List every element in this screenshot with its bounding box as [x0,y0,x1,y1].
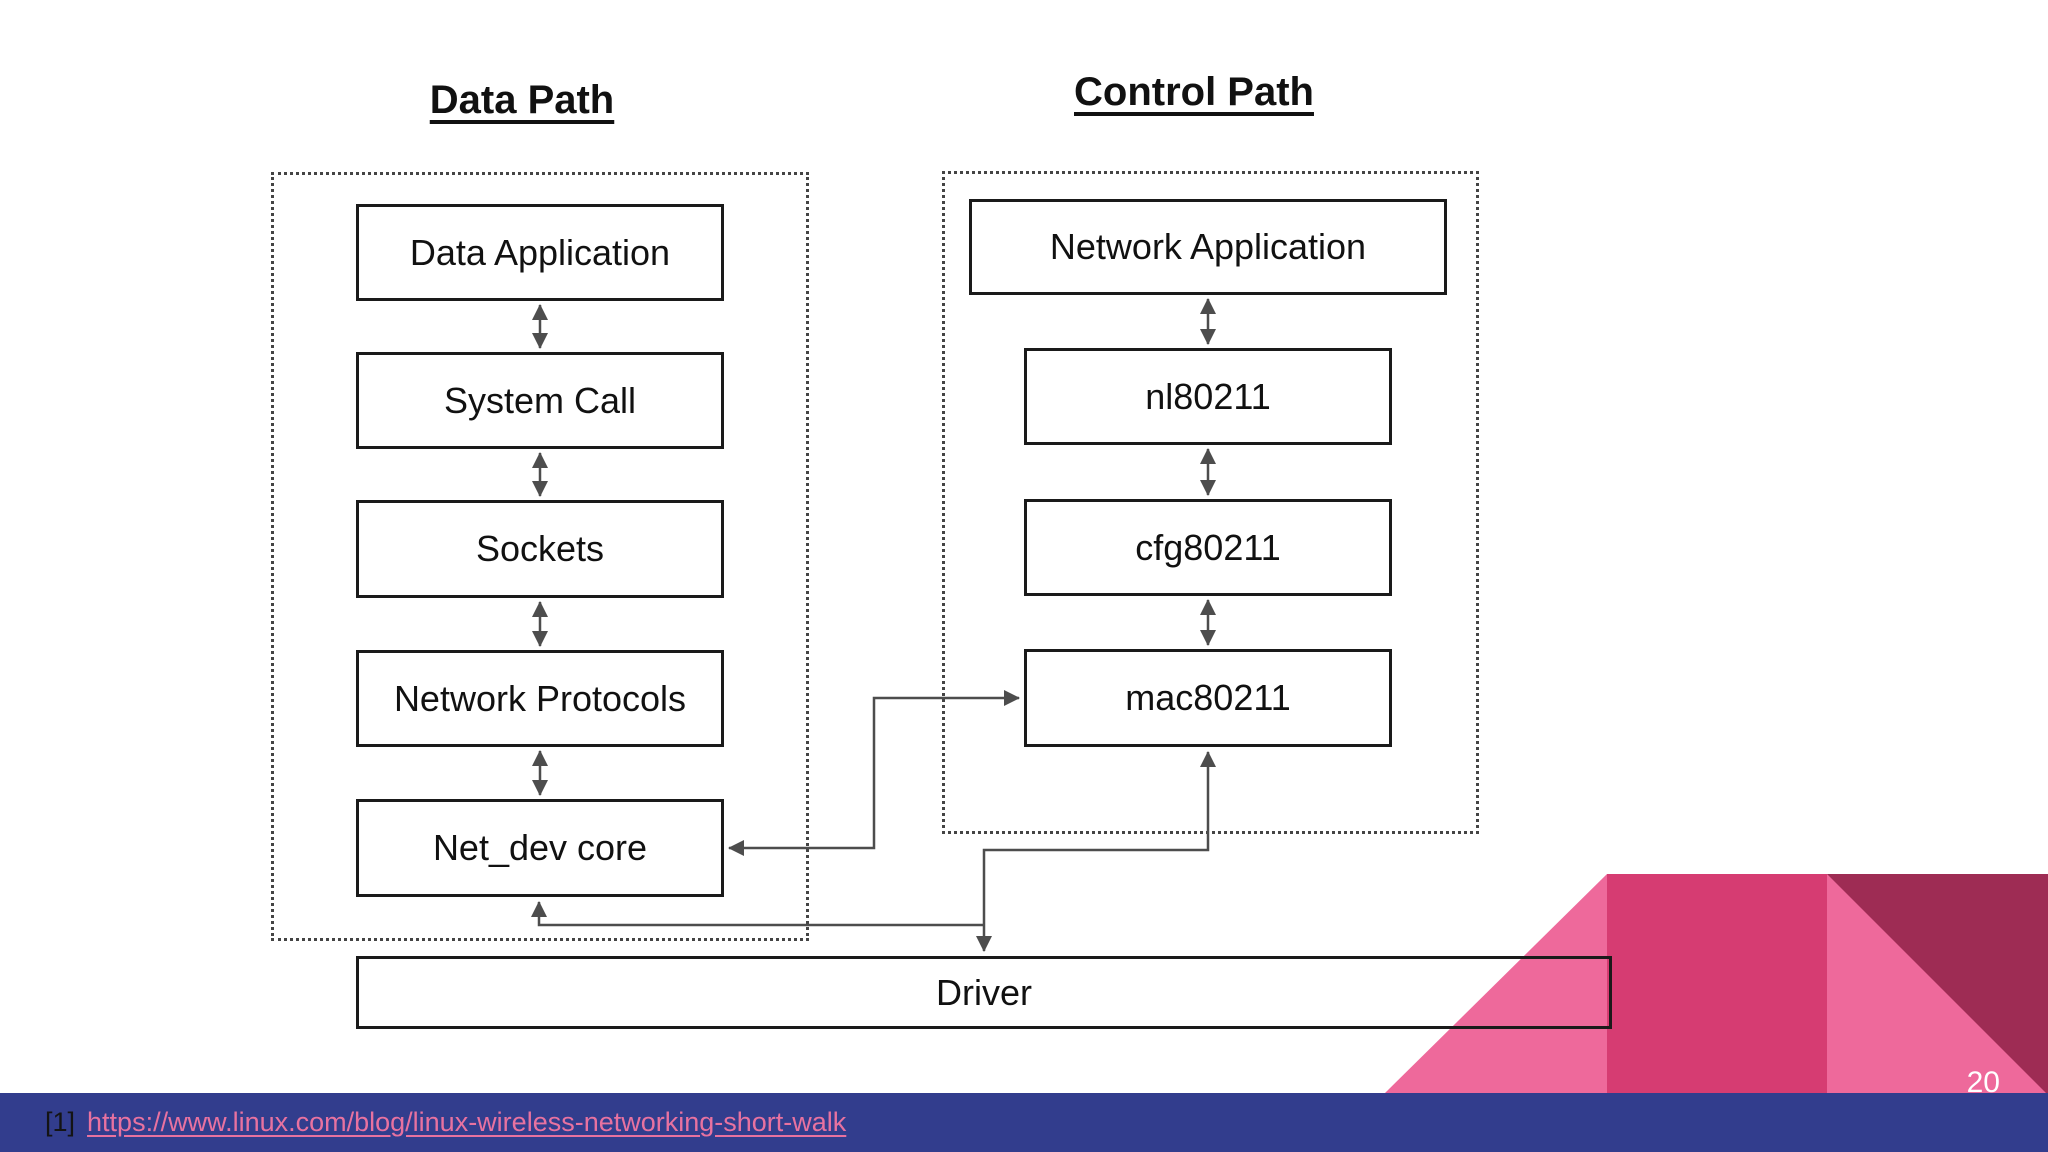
reference-marker: [1] [45,1107,76,1137]
box-network-application: Network Application [969,199,1447,295]
box-network-protocols: Network Protocols [356,650,724,747]
box-data-application: Data Application [356,204,724,301]
box-system-call: System Call [356,352,724,449]
pink-triangle-left [1385,874,1607,1093]
box-driver: Driver [356,956,1612,1029]
box-mac80211: mac80211 [1024,649,1392,747]
maroon-triangle-corner [1827,874,2048,1095]
box-nl80211: nl80211 [1024,348,1392,445]
box-net-dev-core: Net_dev core [356,799,724,897]
data-path-title: Data Path [429,78,615,122]
control-path-title: Control Path [1074,70,1314,114]
box-sockets: Sockets [356,500,724,598]
box-cfg80211: cfg80211 [1024,499,1392,596]
reference-link[interactable]: https://www.linux.com/blog/linux-wireles… [87,1107,847,1137]
pink-rectangle-center [1607,874,1827,1093]
data-path-panel [271,172,809,941]
footer-bar: [1] https://www.linux.com/blog/linux-wir… [0,1093,2048,1152]
